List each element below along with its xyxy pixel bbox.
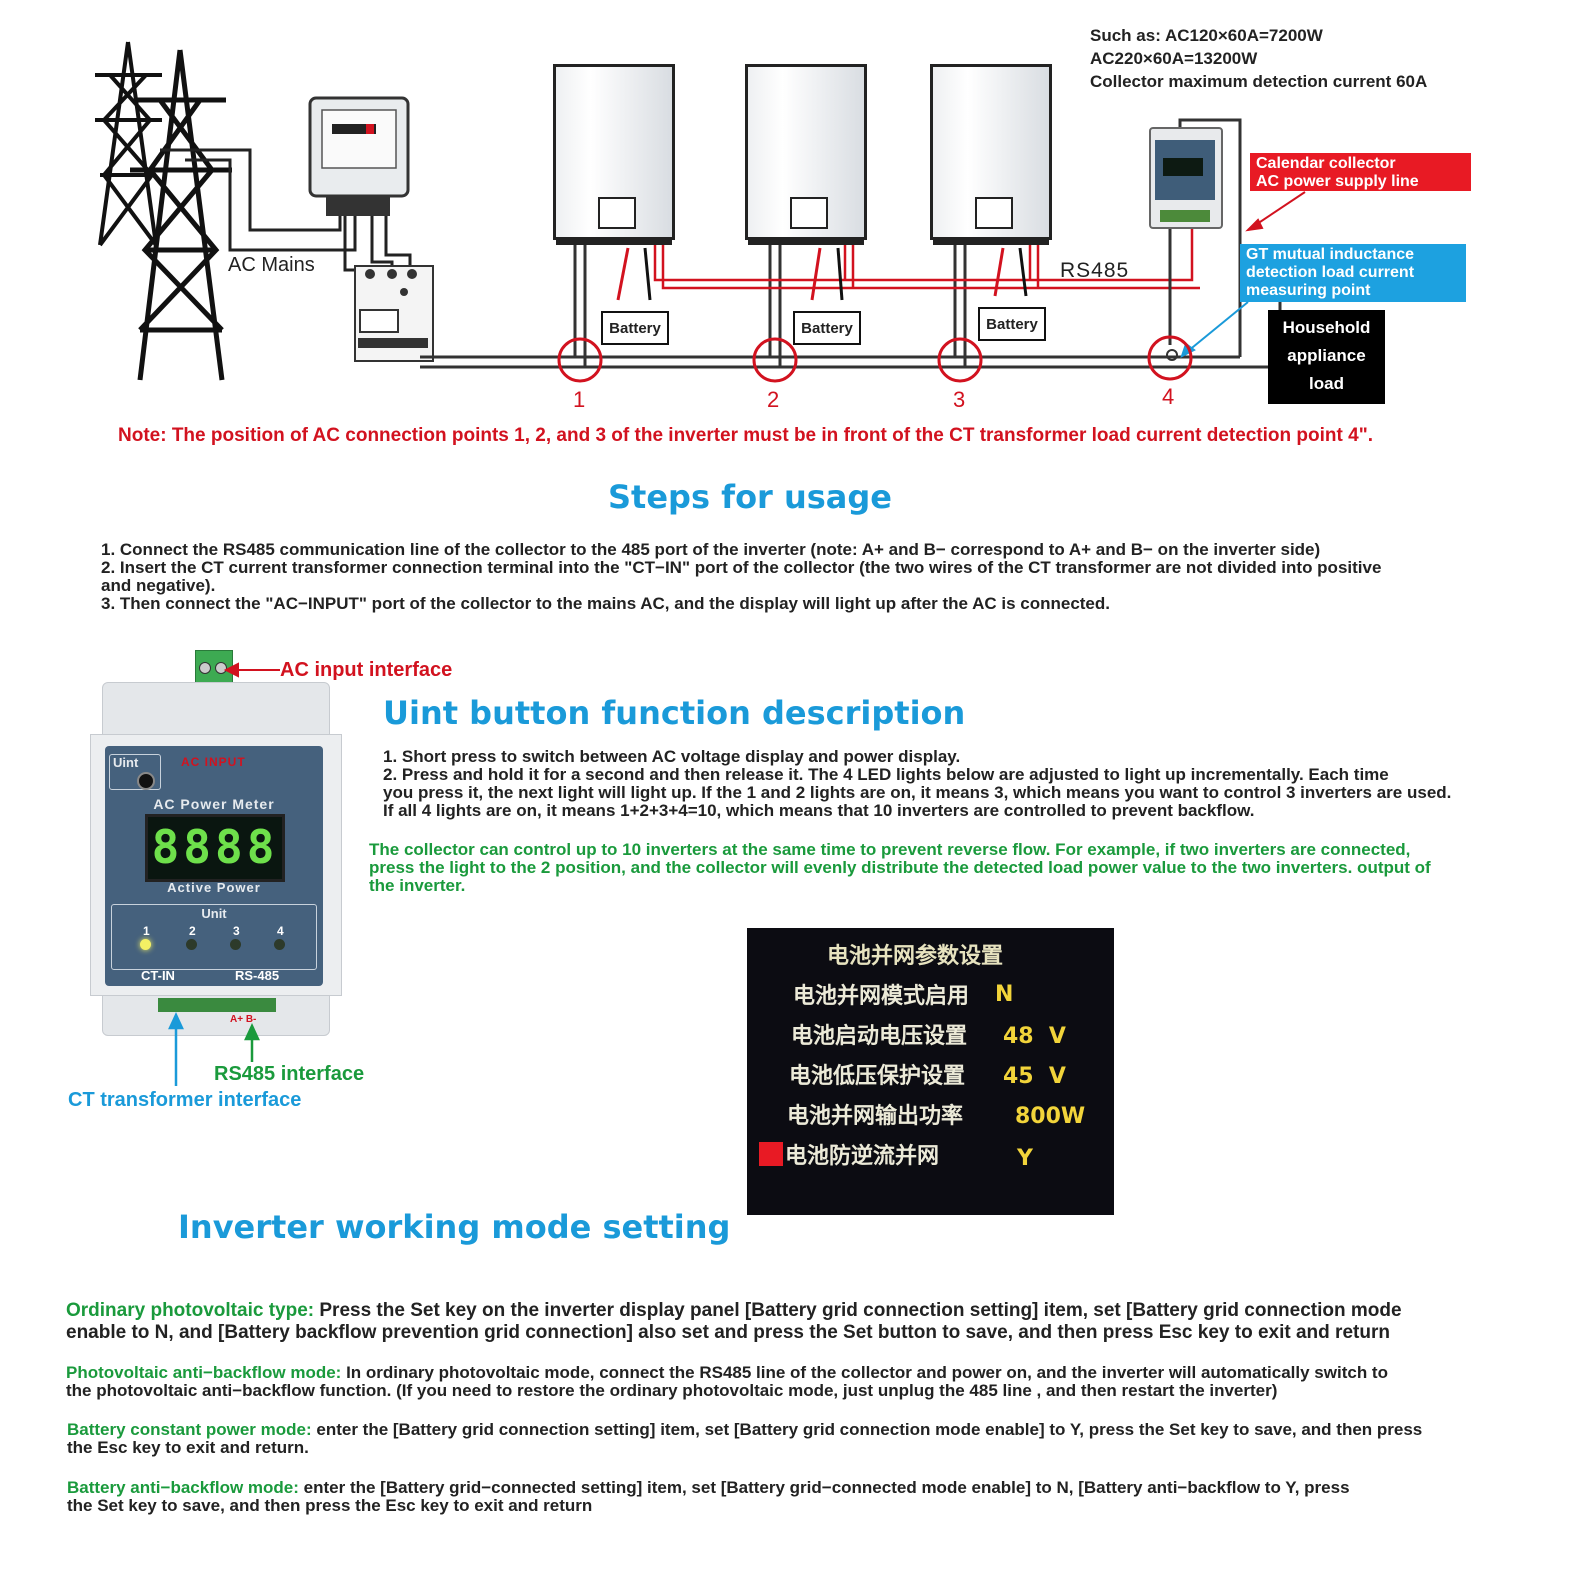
mode-ordinary-pv: Ordinary photovoltaic type: Press the Se… (66, 1300, 1402, 1343)
ac-input-interface-label: AC input interface (280, 659, 453, 681)
ct-in-label: CT-IN (141, 968, 175, 983)
uint-section-title: Uint button function description (383, 694, 966, 732)
mode-battery-constant-power: Battery constant power mode: enter the [… (67, 1420, 1423, 1457)
connection-point-1 (557, 337, 603, 383)
steps-list: 1. Connect the RS485 communication line … (101, 541, 1541, 613)
point-number-4: 4 (1162, 384, 1175, 409)
lcd-row-value: Y (1017, 1146, 1033, 1171)
battery-label: Battery (793, 311, 861, 345)
uint-line: you press it, the next light will light … (383, 783, 1452, 802)
battery-label: Battery (978, 307, 1046, 341)
step-2-cont: and negative). (101, 576, 216, 595)
modes-title: Inverter working mode setting (178, 1208, 731, 1246)
power-tower-icon (130, 49, 232, 381)
step-3: 3. Then connect the "AC−INPUT" port of t… (101, 594, 1110, 613)
led-4 (274, 939, 285, 950)
lcd-row-label: 电池低压保护设置 (789, 1064, 966, 1089)
connection-point-4 (1147, 335, 1193, 381)
lcd-row-value: N (995, 982, 1014, 1007)
ct-interface-label: CT transformer interface (68, 1089, 302, 1111)
lcd-title: 电池并网参数设置 (827, 944, 1004, 969)
step-2: 2. Insert the CT current transformer con… (101, 558, 1382, 577)
lcd-row-label: 电池并网模式启用 (793, 984, 970, 1009)
lcd-row-value: 800W (1015, 1104, 1086, 1129)
active-power-label: Active Power (167, 880, 261, 895)
inverter-icon (745, 64, 867, 245)
point-number-2: 2 (767, 387, 780, 412)
steps-title: Steps for usage (608, 478, 892, 516)
green-line: the inverter. (369, 876, 466, 895)
connection-point-3 (937, 337, 983, 383)
rs485-interface-label: RS485 interface (214, 1063, 365, 1085)
uint-label: Uint (113, 755, 139, 770)
ac-mains-label: AC Mains (228, 254, 315, 276)
rs-485-label: RS-485 (235, 968, 280, 983)
collector-device: Uint AC INPUT AC Power Meter 8888 Active… (90, 650, 342, 1040)
point-number-3: 3 (953, 387, 966, 412)
terminal-labels: A+ B- (230, 1014, 257, 1025)
device-panel: Uint AC INPUT AC Power Meter 8888 Active… (105, 746, 323, 986)
unit-label: Unit (201, 906, 227, 921)
lcd-row-value: 45 V (1003, 1064, 1066, 1089)
lcd-row-label: 电池启动电压设置 (791, 1024, 968, 1049)
lcd-row-value: 48 V (1003, 1024, 1066, 1049)
electricity-meter-icon (308, 96, 410, 216)
led-3 (230, 939, 241, 950)
seven-segment-display: 8888 (145, 814, 285, 882)
uint-line: 1. Short press to switch between AC volt… (383, 747, 961, 766)
step-1: 1. Connect the RS485 communication line … (101, 540, 1321, 559)
mode-battery-anti-backflow: Battery anti−backflow mode: enter the [B… (67, 1478, 1350, 1515)
panel-title: AC Power Meter (153, 796, 275, 812)
position-note: Note: The position of AC connection poin… (118, 425, 1373, 446)
battery-label: Battery (601, 311, 669, 345)
inverter-icon (553, 64, 675, 245)
collector-device-icon (1149, 127, 1223, 229)
point-number-1: 1 (573, 387, 586, 412)
spec-line-1: Such as: AC120×60A=7200W (1090, 26, 1323, 45)
lcd-row-label: 电池并网输出功率 (787, 1104, 964, 1129)
uint-line: 2. Press and hold it for a second and th… (383, 765, 1389, 784)
rs485-label: RS485 (1060, 259, 1130, 282)
led-number: 1 (143, 924, 150, 938)
spec-line-2: AC220×60A=13200W (1090, 49, 1258, 68)
ac-input-label: AC INPUT (181, 755, 246, 769)
led-2 (186, 939, 197, 950)
green-line: The collector can control up to 10 inver… (369, 840, 1411, 859)
wiring-diagram (95, 41, 1306, 383)
lcd-cursor (759, 1142, 783, 1166)
mode-pv-anti-backflow: Photovoltaic anti−backflow mode: In ordi… (66, 1363, 1388, 1400)
inverter-icon (930, 64, 1052, 245)
led-1-lit (140, 939, 151, 950)
lcd-settings-screen: 电池并网参数设置 电池并网模式启用 N 电池启动电压设置 48 V 电池低压保护… (747, 928, 1114, 1215)
green-line: press the light to the 2 position, and t… (369, 858, 1431, 877)
power-tower-icon (95, 41, 162, 247)
circuit-breaker-icon (354, 265, 434, 362)
led-number: 4 (277, 924, 284, 938)
device-arrows (168, 662, 280, 1086)
spec-line-3: Collector maximum detection current 60A (1090, 72, 1428, 91)
uint-button[interactable] (109, 754, 161, 790)
led-number: 3 (233, 924, 240, 938)
uint-green-note: The collector can control up to 10 inver… (369, 841, 1549, 895)
connection-point-2 (752, 337, 798, 383)
lcd-row-label: 电池防逆流并网 (785, 1144, 940, 1169)
uint-line: If all 4 lights are on, it means 1+2+3+4… (383, 801, 1255, 820)
led-number: 2 (189, 924, 196, 938)
uint-description: 1. Short press to switch between AC volt… (383, 748, 1553, 820)
